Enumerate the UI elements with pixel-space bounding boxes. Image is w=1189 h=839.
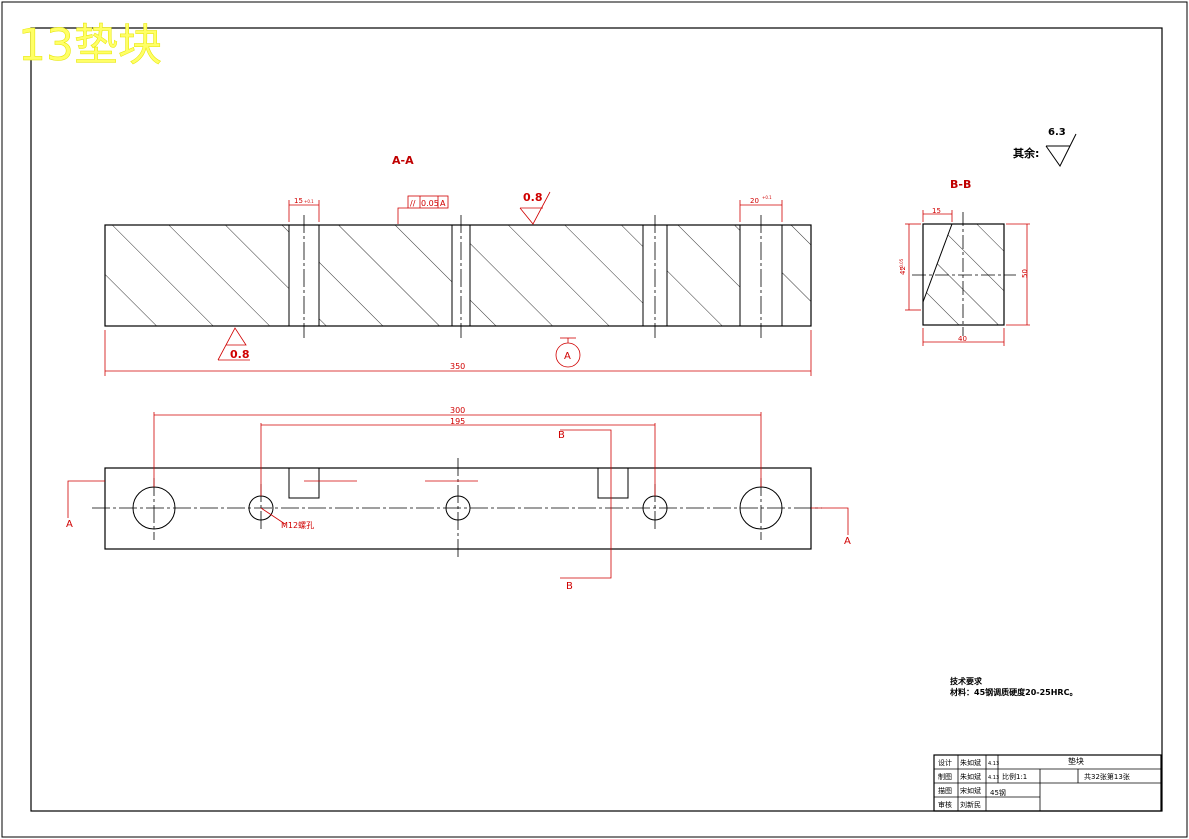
notes-heading: 技术要求 xyxy=(950,676,983,686)
side-dimensions xyxy=(905,210,1030,346)
title-row-role-2: 描图 xyxy=(938,786,952,795)
title-row-date-1: 4.13 xyxy=(988,775,999,781)
roughness-rest-value: 6.3 xyxy=(1048,127,1066,138)
front-dimensions xyxy=(104,191,812,376)
dim-hole-span-outer: 300 xyxy=(450,406,465,415)
dim-slot-right-tol: +0.1 xyxy=(762,195,772,200)
dim-slot-right: 20 xyxy=(750,197,759,205)
svg-text:A: A xyxy=(440,199,446,208)
title-material: 45钢 xyxy=(990,788,1006,797)
roughness-rest-label: 其余: xyxy=(1013,146,1039,160)
section-marker-b-bottom: B xyxy=(566,581,573,592)
title-row-name-3: 刘新民 xyxy=(960,800,981,809)
title-row-date-0: 4.13 xyxy=(988,761,999,767)
title-row-name-2: 宋如斌 xyxy=(960,786,981,795)
section-marker-a-left: A xyxy=(66,519,73,530)
section-marker-a-right: A xyxy=(844,536,851,547)
title-row-role-3: 审核 xyxy=(938,800,952,809)
dim-slot-left: 15 xyxy=(294,197,303,205)
inner-border xyxy=(30,27,1163,812)
dim-bb-depth: 42 xyxy=(899,266,907,275)
dim-hole-span-inner: 195 xyxy=(450,417,465,426)
dim-slot-left-tol: +0.1 xyxy=(304,199,314,204)
title-sheet: 共32张第13张 xyxy=(1084,772,1130,781)
tolerance-frame: // 0.05 A xyxy=(407,195,449,209)
roughness-rest-symbol xyxy=(1045,133,1077,167)
watermark-title: 13垫块 xyxy=(18,20,162,71)
hole-note: M12螺孔 xyxy=(281,520,314,530)
section-bb-label: B-B xyxy=(950,178,971,191)
dim-bb-offset: 15 xyxy=(932,207,941,215)
svg-text://: // xyxy=(410,199,416,208)
top-view-dimensions xyxy=(67,412,849,579)
top-view xyxy=(92,458,822,560)
roughness-top: 0.8 xyxy=(523,191,543,204)
title-row-role-1: 制图 xyxy=(938,772,952,781)
roughness-bottom: 0.8 xyxy=(230,348,250,361)
dim-bb-depth-tol: +0.05 xyxy=(899,258,904,271)
dim-bb-width: 40 xyxy=(958,335,967,343)
side-section-view xyxy=(912,212,1016,336)
dim-bb-height: 50 xyxy=(1021,269,1029,278)
notes-line1: 材料：45钢调质硬度20-25HRC。 xyxy=(950,687,1077,697)
svg-text:0.05: 0.05 xyxy=(421,199,439,208)
front-section-view xyxy=(104,215,812,338)
title-row-role-0: 设计 xyxy=(938,758,952,767)
title-row-name-0: 朱如斌 xyxy=(960,758,981,767)
section-marker-b-top: B xyxy=(558,430,565,441)
title-part-name: 垫块 xyxy=(1068,756,1084,766)
title-block xyxy=(933,754,1162,812)
title-scale: 比例1:1 xyxy=(1002,772,1027,781)
datum-marker: A xyxy=(564,351,571,362)
section-aa-label: A-A xyxy=(392,154,414,167)
title-row-name-1: 朱如斌 xyxy=(960,772,981,781)
dim-length-total: 350 xyxy=(450,362,465,371)
